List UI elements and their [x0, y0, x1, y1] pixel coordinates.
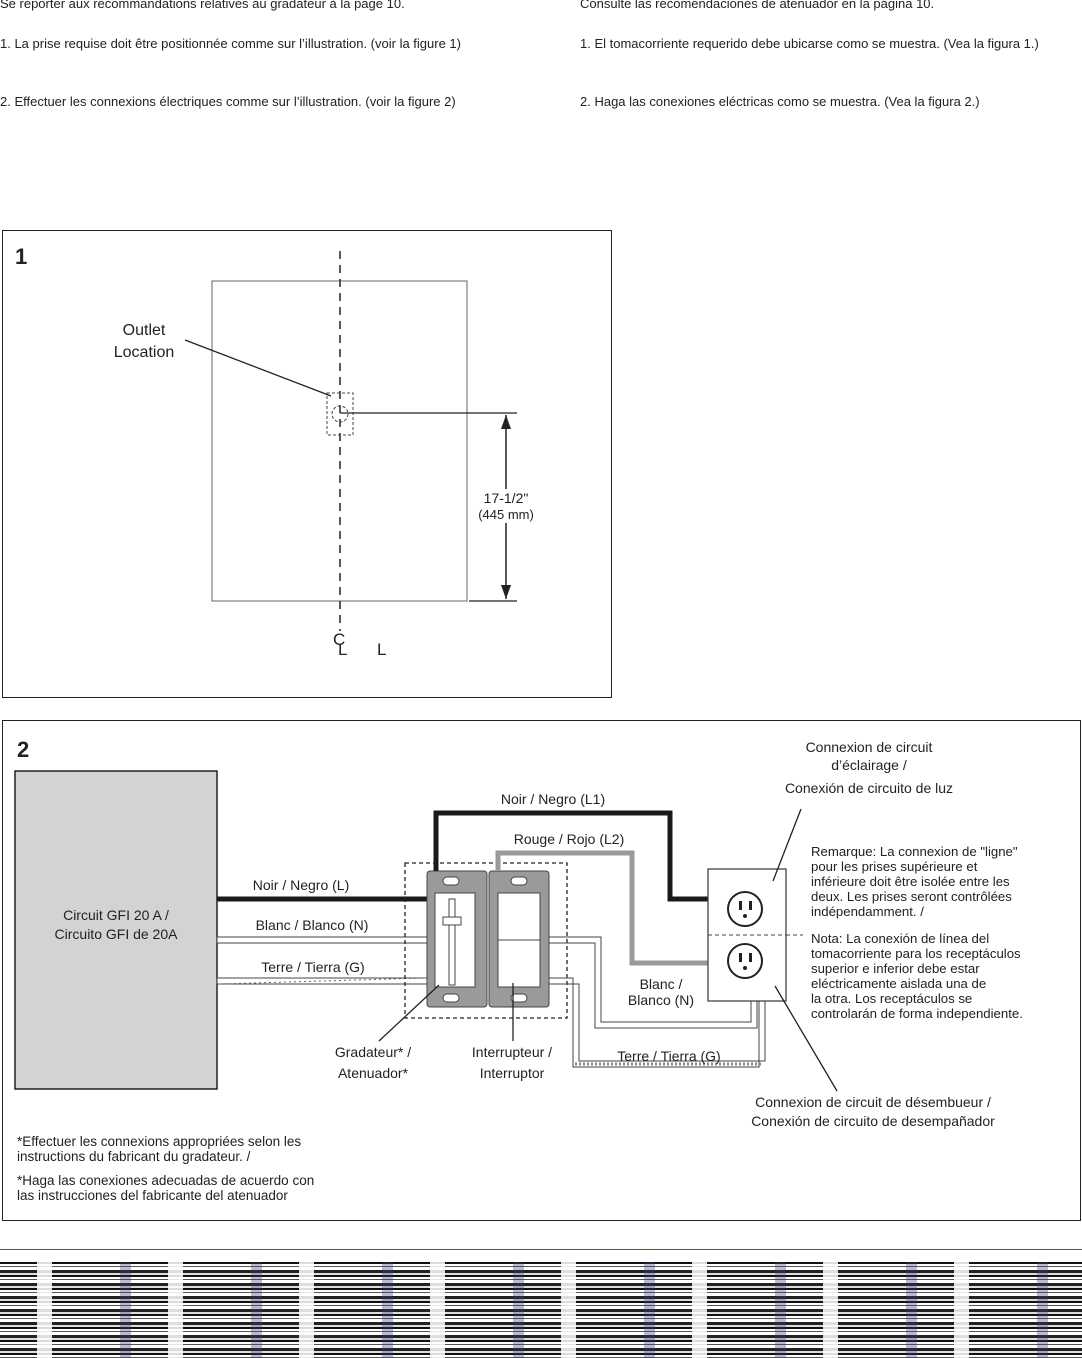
outlet-box — [326, 392, 354, 436]
wire-white-n — [216, 936, 428, 944]
note-block: Remarque: La connexion de "ligne" pour l… — [811, 844, 1023, 1021]
note-line: superior e inferior debe estar — [811, 961, 980, 976]
upper-slot-right — [749, 901, 752, 910]
wire-ground-g2-b — [549, 983, 766, 1062]
outlet-icon — [331, 405, 349, 423]
centerline-symbol-l2: L — [377, 640, 386, 659]
dimmer-reference-es: Consulte las recomendaciones de atenuado… — [580, 0, 935, 11]
lower-receptacle-icon — [727, 943, 763, 979]
switch-screw-top — [510, 876, 528, 886]
note-line: deux. Les prises seront contrôlées — [811, 889, 1012, 904]
wire-white-n2-label-bg — [618, 976, 703, 1012]
figure-2-number: 2 — [17, 737, 29, 762]
step1-fr: 1. La prise requise doit être positionné… — [0, 36, 461, 51]
figure-1: 1 17-1/2" (445 mm) Outlet Location C L L — [2, 230, 612, 698]
dimmer-leader-line — [378, 984, 440, 1042]
switch-label-line2: Interruptor — [480, 1065, 545, 1081]
figure-1-drawing: 1 17-1/2" (445 mm) Outlet Location C L L — [15, 244, 543, 659]
gfi-panel-label-line2: Circuito GFI de 20A — [55, 926, 179, 942]
outlet-label-line2: Location — [114, 344, 175, 361]
figure-2-drawing: 2 Circuit GFI 20 A / Circuito GFI de 20A… — [14, 737, 1023, 1203]
lighting-label-line3: Conexión de circuito de luz — [785, 780, 953, 796]
upper-ground-hole — [743, 914, 747, 918]
note-line: la otra. Los receptáculos se — [811, 991, 972, 1006]
wire-ground-g2-a — [549, 977, 760, 1068]
centerline-symbol-l: L — [338, 640, 347, 659]
footer-rule — [0, 1249, 1082, 1250]
arrow-down-icon — [501, 585, 511, 599]
defogger-label-line1: Connexion de circuit de désembueur / — [755, 1094, 991, 1110]
lighting-leader-line — [772, 808, 802, 882]
figure-2: 2 Circuit GFI 20 A / Circuito GFI de 20A… — [2, 720, 1081, 1221]
dimension-mm: (445 mm) — [478, 507, 534, 522]
note-line: eléctricamente aislada una de — [811, 976, 986, 991]
footnote-es-line2: las instrucciones del fabricante del ate… — [17, 1188, 288, 1203]
lower-slot-right — [749, 953, 752, 962]
note-line: controlarán de forma independiente. — [811, 1006, 1023, 1021]
switch-label-line1: Interrupteur / — [472, 1044, 552, 1060]
lower-ground-hole — [743, 966, 747, 970]
lighting-label-line1: Connexion de circuit — [806, 739, 933, 755]
wire-black-l1 — [433, 810, 708, 902]
gfi-panel — [14, 770, 218, 1090]
wire-white-n2-b — [549, 942, 758, 1029]
footnote-fr-line2: instructions du fabricant du gradateur. … — [17, 1149, 251, 1164]
wire-ground-g2-label: Terre / Tierra (G) — [617, 1048, 720, 1064]
dimension-inches: 17-1/2" — [484, 490, 529, 506]
wire-ground-g-label: Terre / Tierra (G) — [261, 959, 364, 975]
note-line: inférieure doit être isolée entre les — [811, 874, 1010, 889]
outlet-label-line1: Outlet — [123, 322, 166, 339]
dimmer-screw-top — [442, 876, 460, 886]
dimmer-slider-track — [448, 898, 456, 986]
wire-black-l-label: Noir / Negro (L) — [253, 877, 349, 893]
dimmer-slider-knob — [442, 916, 462, 926]
note-line: indépendamment. / — [811, 904, 924, 919]
wire-white-n-label: Blanc / Blanco (N) — [256, 917, 369, 933]
note-line: pour les prises supérieure et — [811, 859, 978, 874]
wire-red-l2-label: Rouge / Rojo (L2) — [514, 831, 625, 847]
lighting-label-line2: d’éclairage / — [831, 757, 907, 773]
step1-es: 1. El tomacorriente requerido debe ubica… — [580, 36, 1039, 51]
lower-slot-left — [739, 953, 742, 962]
note-line: Remarque: La connexion de "ligne" — [811, 844, 1018, 859]
dimmer-screw-bottom — [442, 993, 460, 1003]
switch-screw-bottom — [510, 993, 528, 1003]
wire-white-n2-a — [549, 936, 752, 1023]
dimension-label-bg — [469, 489, 543, 523]
defogger-leader-line — [774, 985, 838, 1092]
dimmer-label-line2: Atenuador* — [338, 1065, 409, 1081]
note-line: Nota: La conexión de línea del — [811, 931, 989, 946]
upper-slot-left — [739, 901, 742, 910]
dimmer-reference-fr: Se reporter aux recommandations relative… — [0, 0, 405, 11]
outlet-leader-line — [184, 339, 332, 397]
note-line: tomacorriente para los receptáculos — [811, 946, 1021, 961]
ground-hatch — [218, 977, 426, 985]
wire-red-l2 — [495, 850, 708, 966]
step2-fr: 2. Effectuer les connexions électriques … — [0, 94, 456, 109]
wire-black-l1-label: Noir / Negro (L1) — [501, 791, 605, 807]
device-box — [404, 862, 568, 1019]
step2-es: 2. Haga las conexiones eléctricas como s… — [580, 94, 980, 109]
dimmer-label-line1: Gradateur* / — [335, 1044, 411, 1060]
wire-white-n2-label-line2: Blanco (N) — [628, 992, 694, 1008]
centerline-symbol-c: C — [333, 630, 345, 649]
arrow-up-icon — [501, 415, 511, 429]
gfi-panel-label-line1: Circuit GFI 20 A / — [63, 907, 169, 923]
scan-distortion-overlay — [0, 1262, 1082, 1358]
defogger-label-line2: Conexión de circuito de desempañador — [751, 1113, 995, 1129]
figure-1-number: 1 — [15, 244, 27, 269]
wire-white-n2-label-line1: Blanc / — [640, 976, 683, 992]
footnote-fr-line1: *Effectuer les connexions appropriées se… — [17, 1134, 301, 1149]
footnote-es-line1: *Haga las conexiones adecuadas de acuerd… — [17, 1173, 314, 1188]
upper-receptacle-icon — [727, 891, 763, 927]
